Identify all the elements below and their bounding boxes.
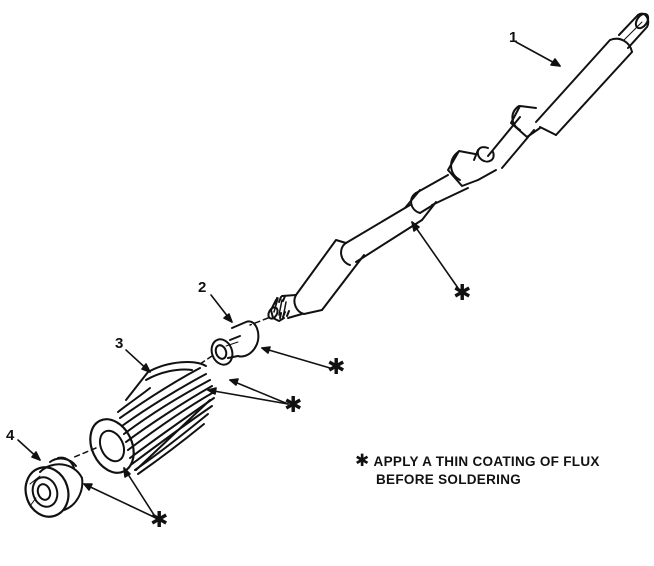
shaft-part-1: [267, 12, 650, 322]
note-line-1: APPLY A THIN COATING OF FLUX: [373, 454, 600, 469]
assembly-centerline: [249, 317, 269, 326]
flux-note: ✱APPLY A THIN COATING OF FLUX BEFORE SOL…: [355, 452, 645, 489]
flux-asterisk-marker: ✱: [327, 355, 346, 380]
flux-asterisk-marker: ✱: [284, 393, 303, 418]
flux-asterisk-marker: ✱: [150, 508, 169, 533]
callout-3: 3: [115, 335, 124, 352]
flux-asterisk-marker: ✱: [453, 281, 472, 306]
sleeve-part-2: [210, 320, 260, 366]
callout-2: 2: [198, 279, 207, 296]
leader-lines: [17, 41, 561, 519]
assembly-centerline: [199, 355, 213, 365]
finned-sleeve-part-3: [89, 361, 215, 475]
knob-part-4: [24, 456, 84, 518]
assembly-centerline: [71, 447, 97, 459]
callout-1: 1: [509, 29, 518, 46]
note-asterisk: ✱: [355, 451, 370, 471]
callout-4: 4: [6, 427, 15, 444]
note-line-2: BEFORE SOLDERING: [376, 472, 522, 487]
